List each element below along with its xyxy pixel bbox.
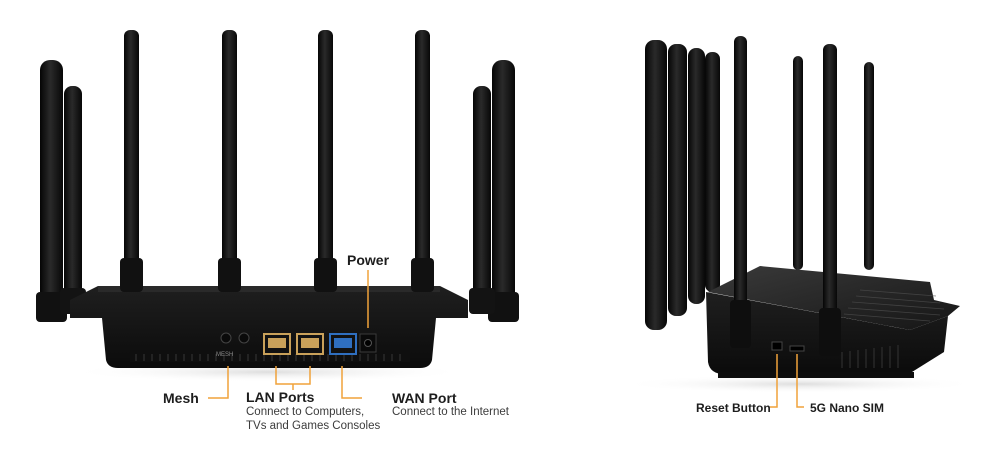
antenna-side-4 <box>705 52 720 292</box>
antenna-left-outer <box>36 60 67 322</box>
lan-port-2 <box>296 333 324 355</box>
callout-lines-side <box>770 354 804 408</box>
antenna-side-6 <box>864 62 874 270</box>
antenna-left-inner <box>60 86 86 314</box>
reset-button-label: Reset Button <box>696 401 771 415</box>
lan-port-1 <box>263 333 291 355</box>
wan-port <box>329 333 357 355</box>
mesh-label: Mesh <box>163 390 199 406</box>
antenna-side-5 <box>793 56 803 270</box>
antenna-side-1 <box>645 40 667 330</box>
sim-slot-label: 5G Nano SIM <box>810 401 885 415</box>
antenna-center-3 <box>314 30 337 292</box>
antenna-side-front-1 <box>730 36 751 348</box>
reset-button <box>771 341 783 351</box>
antenna-center-2 <box>218 30 241 292</box>
router-rear-view <box>36 30 519 399</box>
mesh-port-label: MESH <box>216 352 234 358</box>
sim-slot <box>789 345 805 352</box>
lan-ports-description-line1: Connect to Computers, <box>246 406 365 418</box>
mesh-button <box>220 332 250 344</box>
antenna-side-front-2 <box>819 44 841 356</box>
antenna-right-outer <box>488 60 519 322</box>
callout-lines-rear <box>208 270 369 399</box>
antenna-center-1 <box>120 30 143 292</box>
lan-ports-label: LAN Ports <box>246 389 315 405</box>
wan-port-label: WAN Port <box>392 390 457 406</box>
antenna-side-3 <box>688 48 705 304</box>
antenna-side-2 <box>668 44 687 316</box>
power-label: Power <box>347 252 390 268</box>
antenna-right-inner <box>469 86 495 314</box>
antenna-center-4 <box>411 30 434 292</box>
router-side-view <box>620 36 980 408</box>
wan-port-description: Connect to the Internet <box>392 406 509 418</box>
lan-ports-description-line2: TVs and Games Consoles <box>246 420 381 432</box>
power-port <box>359 333 377 353</box>
